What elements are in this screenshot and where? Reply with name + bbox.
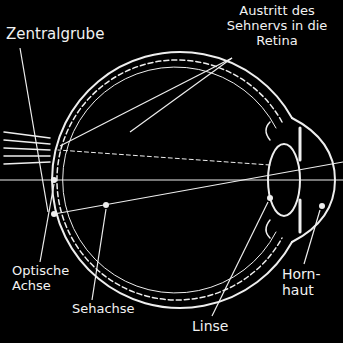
- optic-nerve-label: Austritt des Sehnervs in die Retina: [222, 4, 332, 49]
- optical-axis-label: Optische Achse: [12, 264, 86, 294]
- cornea-label: Horn- haut: [282, 266, 334, 298]
- fovea-label: Zentralgrube: [6, 26, 146, 43]
- visual-axis: [54, 162, 343, 214]
- axis-dot: [51, 177, 57, 183]
- axis-dot: [103, 202, 109, 208]
- lens-label: Linse: [192, 318, 262, 334]
- ray: [58, 150, 270, 165]
- optic-nerve: [4, 132, 50, 164]
- lens-dot: [267, 195, 273, 201]
- cornea-dot: [319, 203, 325, 209]
- visual-axis-label: Sehachse: [72, 302, 162, 317]
- fovea-dot: [51, 211, 57, 217]
